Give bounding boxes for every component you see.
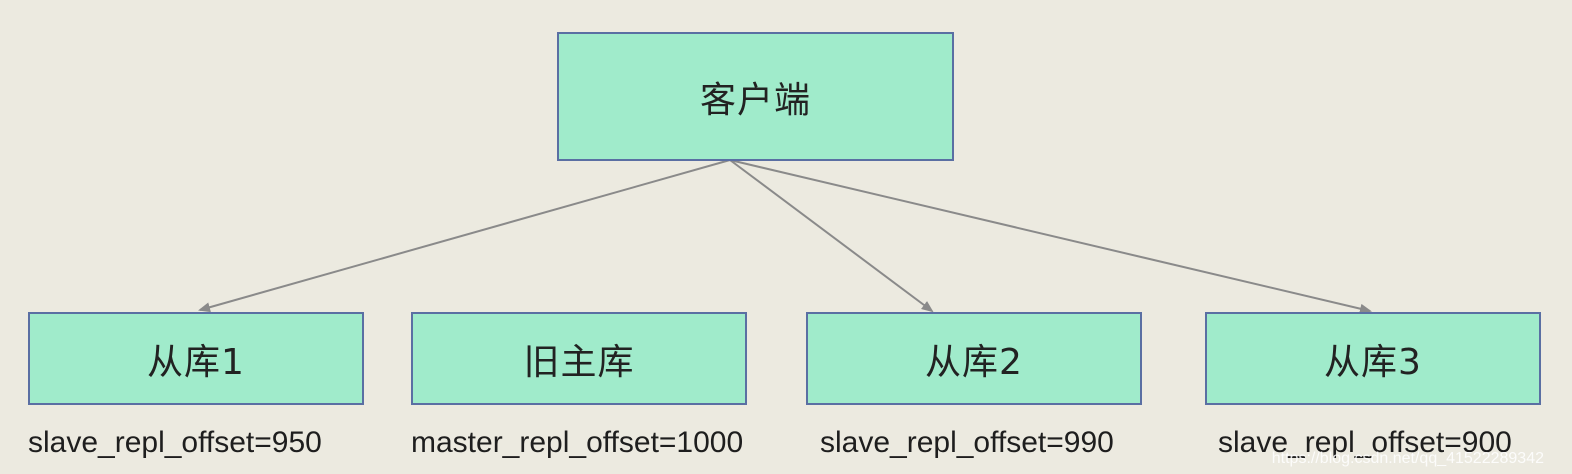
node-slave2: 从库2	[806, 312, 1142, 405]
node-old-master-label: 旧主库	[523, 341, 635, 383]
caption-slave2: slave_repl_offset=990	[820, 426, 1114, 459]
node-slave3-label: 从库3	[1324, 341, 1422, 383]
edge-client-to-slave2	[729, 159, 934, 313]
node-client-label: 客户端	[699, 79, 811, 121]
caption-slave1: slave_repl_offset=950	[28, 426, 322, 459]
watermark: https://blog.csdn.net/qq_41522289342	[1271, 450, 1544, 467]
node-client: 客户端	[557, 32, 954, 161]
node-slave2-label: 从库2	[925, 341, 1023, 383]
edge-client-to-slave1	[198, 159, 731, 313]
node-slave3: 从库3	[1205, 312, 1541, 405]
caption-old-master: master_repl_offset=1000	[411, 426, 744, 459]
node-old-master: 旧主库	[411, 312, 747, 405]
node-slave1-label: 从库1	[147, 341, 245, 383]
edge-client-to-slave3	[729, 159, 1372, 314]
caption-slave3: slave_repl_offset=900	[1218, 426, 1512, 459]
node-slave1: 从库1	[28, 312, 364, 405]
